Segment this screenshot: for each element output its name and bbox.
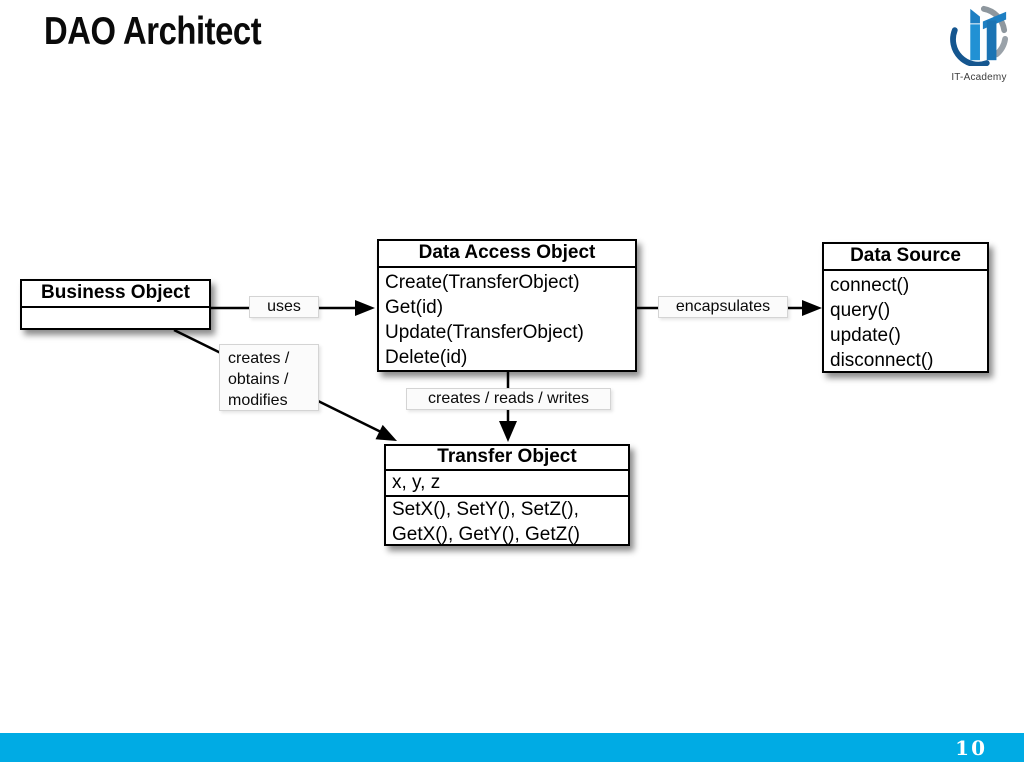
page-number: 10: [955, 736, 987, 760]
transfer-method-setters: SetX(), SetY(), SetZ(),: [392, 499, 579, 520]
dao-method-create: Create(TransferObject): [385, 272, 580, 293]
it-academy-logo-mark: [950, 5, 1009, 68]
transfer-object-box: Transfer Object x, y, z SetX(), SetY(), …: [384, 444, 630, 546]
business-object-empty-section: [22, 308, 209, 326]
creates-obtains-modifies-line1: creates /: [228, 350, 290, 367]
creates-reads-writes-arrowhead: [499, 421, 517, 442]
it-academy-logo: IT-Academy: [940, 4, 1018, 83]
creates-reads-writes-label: creates / reads / writes: [406, 388, 611, 410]
transfer-object-attributes: x, y, z: [386, 471, 628, 497]
dao-method-get: Get(id): [385, 297, 444, 318]
business-object-box: Business Object: [20, 279, 211, 330]
datasource-method-update: update(): [830, 325, 901, 346]
dao-method-update: Update(TransferObject): [385, 322, 584, 343]
creates-obtains-modifies-line3: modifies: [228, 392, 288, 409]
dao-method-delete: Delete(id): [385, 347, 468, 368]
page-title: DAO Architect: [44, 10, 262, 53]
datasource-method-query: query(): [830, 300, 891, 321]
encapsulates-arrowhead: [802, 300, 822, 316]
business-object-title: Business Object: [22, 281, 209, 308]
creates-obtains-modifies-arrowhead: [375, 424, 397, 441]
footer-bar: 10: [0, 733, 1024, 762]
data-access-object-box: Data Access Object Create(TransferObject…: [377, 239, 637, 372]
creates-obtains-modifies-line2: obtains /: [228, 371, 289, 388]
transfer-object-title: Transfer Object: [386, 446, 628, 471]
datasource-method-disconnect: disconnect(): [830, 350, 934, 371]
uses-label: uses: [249, 296, 319, 318]
data-source-title: Data Source: [824, 244, 987, 271]
it-academy-logo-text: IT-Academy: [951, 72, 1007, 83]
datasource-method-connect: connect(): [830, 275, 910, 296]
data-source-box: Data Source connect() query() update() d…: [822, 242, 989, 373]
creates-obtains-modifies-label: creates / obtains / modifies: [219, 344, 319, 411]
transfer-method-getters: GetX(), GetY(), GetZ(): [392, 524, 580, 545]
uses-arrowhead: [355, 300, 375, 316]
data-access-object-title: Data Access Object: [379, 241, 635, 268]
encapsulates-label: encapsulates: [658, 296, 788, 318]
